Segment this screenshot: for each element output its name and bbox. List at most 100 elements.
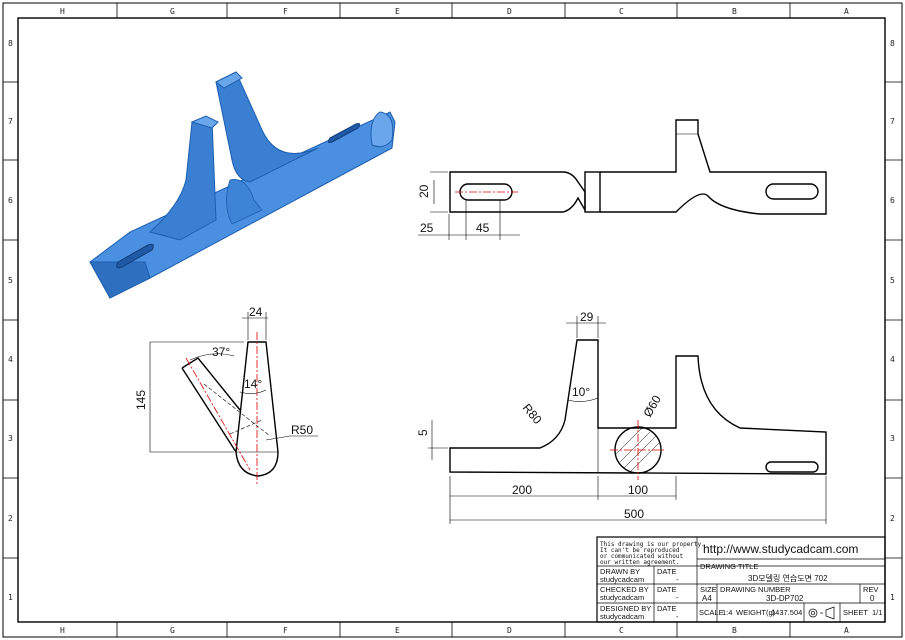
iso-slot-right: [327, 123, 361, 143]
zone-label: H: [60, 626, 65, 635]
zone-label: A: [844, 626, 849, 635]
zone-label: A: [844, 7, 849, 16]
zone-label: 8: [8, 39, 13, 48]
dim-text: 10°: [572, 385, 590, 399]
top-right-body: [600, 119, 827, 215]
side-arm-edge: [181, 367, 237, 453]
zone-label: C: [619, 7, 624, 16]
dim-arc: [189, 353, 235, 361]
iso-cylinder: [226, 179, 263, 225]
top-hub: [584, 171, 601, 213]
inner-border: [17, 17, 886, 623]
dim-text: Ø60: [640, 393, 664, 420]
iso-arm-right: [215, 71, 319, 183]
dim-arc: [567, 397, 599, 402]
date-label: DATE: [657, 585, 676, 594]
scale-value: 1:4: [722, 608, 732, 617]
size-label: SIZE: [700, 585, 717, 594]
zone-label: 8: [890, 39, 895, 48]
dim-text: 24: [249, 305, 263, 319]
rev-value: 0: [870, 594, 875, 603]
date-label: DATE: [657, 604, 676, 613]
zone-label: 5: [890, 276, 895, 285]
zone-label: H: [60, 7, 65, 16]
drawing-number-label: DRAWING NUMBER: [720, 585, 791, 594]
side-upright: [235, 341, 279, 477]
drawing-title: 3D모델링 연습도면 702: [748, 573, 828, 583]
side-view: 24 37° 14° 145 R50: [134, 305, 318, 484]
top-slot-right: [765, 183, 819, 200]
sheet-value: 1/1: [872, 608, 882, 617]
checked-by-value: studycadcam: [600, 593, 644, 602]
side-hidden: [203, 383, 271, 437]
checked-by-label: CHECKED BY: [600, 585, 649, 594]
title-block-grid: [597, 537, 885, 622]
zone-labels-bottom: H G F E D C B A: [60, 626, 849, 635]
zone-label: 7: [8, 117, 13, 126]
zone-label: C: [619, 626, 624, 635]
top-view: 20 25 45: [417, 119, 827, 240]
rev-label: REV: [863, 585, 878, 594]
zone-label: 2: [890, 514, 895, 523]
front-outline: [449, 339, 827, 475]
iso-slot-left: [116, 243, 154, 269]
company-url: http://www.studycadcam.com: [703, 542, 858, 556]
zone-label: 1: [890, 593, 895, 602]
zone-labels-top: H G F E D C B A: [60, 7, 849, 16]
drawing-number: 3D-DP702: [766, 594, 804, 603]
side-slanted-arm: [181, 357, 241, 411]
isometric-view: [89, 71, 396, 299]
date-value: -: [676, 612, 679, 621]
notice-line: It can't be reproduced: [600, 547, 680, 554]
dim-text: 5: [416, 429, 430, 436]
front-view: 29 R80 10° Ø60 5 200 100 500: [416, 310, 827, 524]
iso-arm-left-top: [190, 115, 219, 129]
zone-label: 3: [890, 434, 895, 443]
notice-line: This drawing is our property.: [600, 541, 705, 548]
notice-line: our written agreement.: [600, 559, 679, 566]
notice-line: or communicated without: [600, 553, 683, 560]
zone-labels-left: 8 7 6 5 4 3 2 1: [8, 39, 13, 602]
zone-label: B: [732, 626, 737, 635]
iso-arm-left: [148, 119, 217, 241]
weight-value: 1437.504: [771, 608, 802, 617]
iso-bar-end: [370, 111, 394, 148]
dim-text: 500: [624, 507, 644, 521]
zone-label: F: [283, 7, 288, 16]
dim-text: 25: [420, 221, 434, 235]
dim-text: 29: [580, 310, 594, 324]
zone-label: 6: [8, 196, 13, 205]
title-block-frame: [596, 536, 886, 623]
dim-text: 20: [417, 184, 431, 198]
dim-text: 200: [512, 483, 532, 497]
dim-text: 14°: [244, 377, 262, 391]
projection-symbol-icon: [808, 606, 835, 620]
size-value: A4: [702, 594, 712, 603]
iso-arm-right-top: [215, 71, 243, 89]
drawn-by-value: studycadcam: [600, 575, 644, 584]
sheet-label: SHEET: [843, 608, 868, 617]
date-value: -: [676, 593, 679, 602]
zone-label: 4: [890, 355, 895, 364]
zone-label: 2: [8, 514, 13, 523]
zone-label: 7: [890, 117, 895, 126]
date-value: -: [676, 575, 679, 584]
dim-text: 37°: [212, 345, 230, 359]
zone-label: 1: [8, 593, 13, 602]
zone-label: E: [395, 626, 400, 635]
dim-text: R80: [520, 401, 545, 427]
designed-by-label: DESIGNED BY: [600, 604, 651, 613]
dim-text: 45: [476, 221, 490, 235]
zone-label: G: [170, 626, 175, 635]
dim-text: R50: [291, 423, 313, 437]
designed-by-value: studycadcam: [600, 612, 644, 621]
zone-label: D: [507, 7, 512, 16]
dim-leader: [265, 435, 291, 441]
title-block: This drawing is our property. It can't b…: [596, 536, 886, 623]
dim-text: 145: [134, 390, 148, 410]
zone-label: G: [170, 7, 175, 16]
dim-arc: [239, 389, 267, 394]
drawn-by-label: DRAWN BY: [600, 567, 640, 576]
date-label: DATE: [657, 567, 676, 576]
